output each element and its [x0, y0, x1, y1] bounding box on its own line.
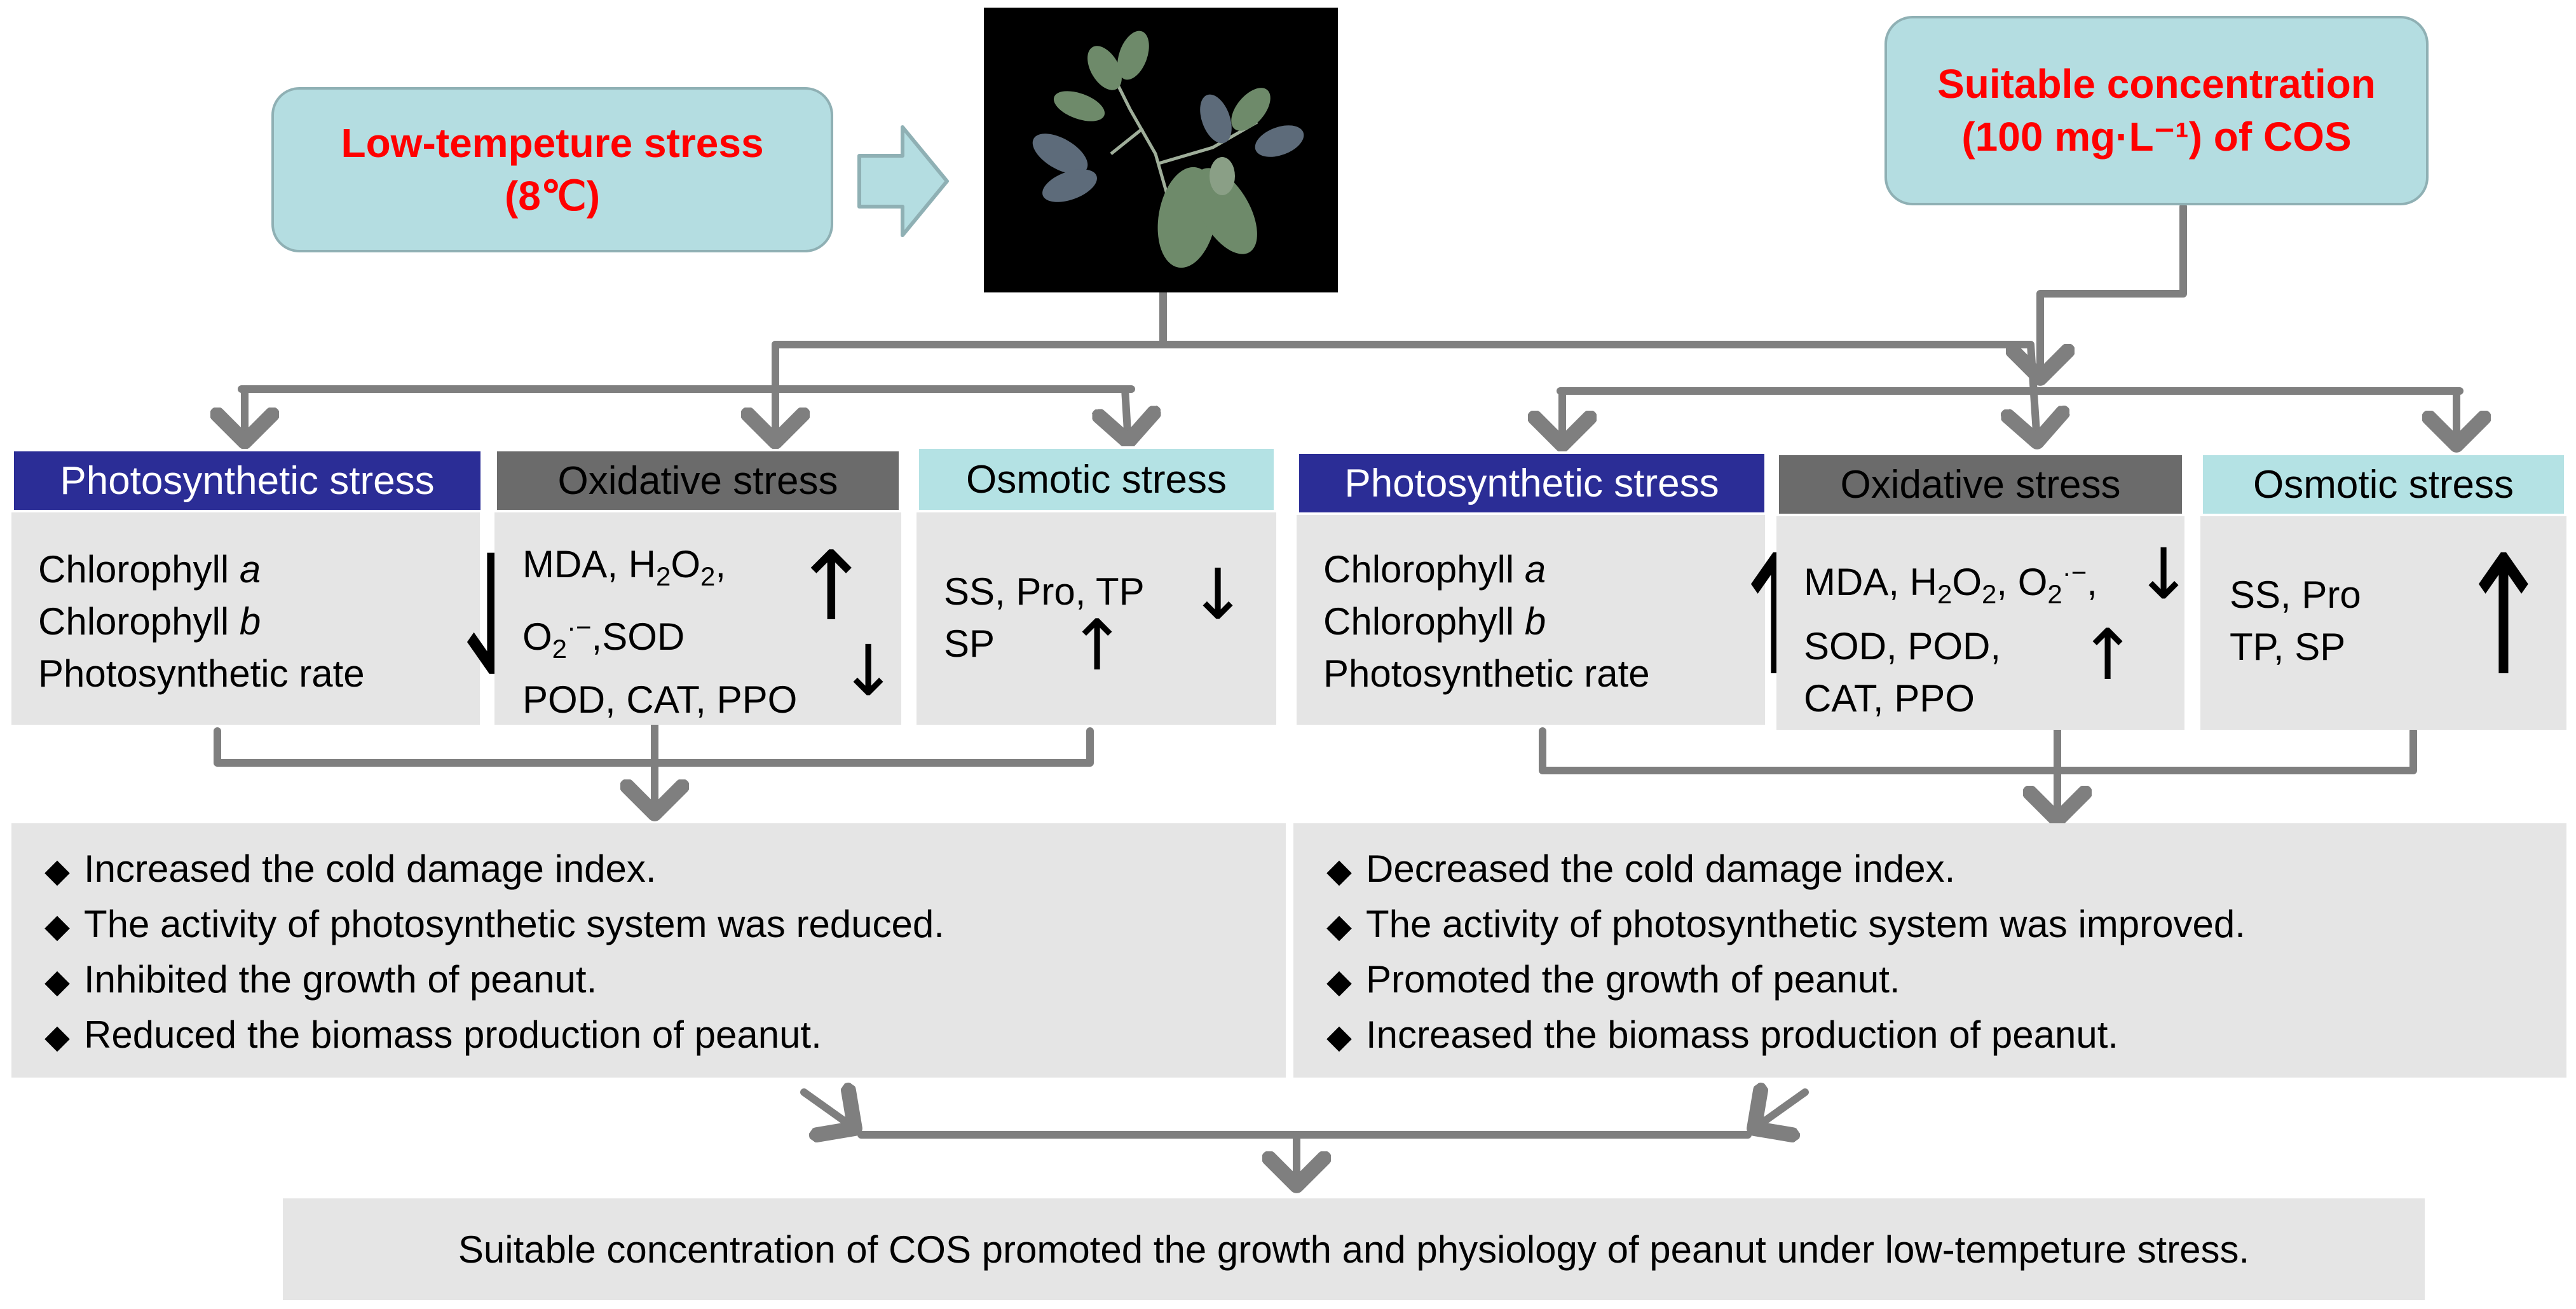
- right-oxidative-text: MDA, H2O2, O2·−, SOD, POD, CAT, PPO: [1804, 547, 2097, 725]
- left-oxidative-header: Oxidative stress: [494, 449, 901, 512]
- merge-right-arrow: [1754, 1092, 1809, 1128]
- right-oxidative-down-arrow: ↓: [2134, 533, 2193, 615]
- left-chl-a: Chlorophyll a: [38, 548, 261, 591]
- right-outcome-item: ◆Decreased the cold damage index.: [1326, 847, 1956, 890]
- left-photosynthetic-panel: [11, 512, 480, 725]
- left-osmotic-panel: [917, 512, 1276, 725]
- right-outcome-panel: ◆Decreased the cold damage index. ◆The a…: [1293, 823, 2566, 1078]
- right-osmotic-up-arrow: ↑: [2455, 521, 2552, 713]
- left-photosynthetic-header: Photosynthetic stress: [11, 449, 483, 512]
- left-ox-line3: POD, CAT, PPO: [522, 678, 798, 721]
- right-ox-line2: SOD, POD,: [1804, 625, 2001, 668]
- left-osmotic-down-arrow: ↓: [1189, 554, 1248, 635]
- right-photo-rate: Photosynthetic rate: [1323, 652, 1650, 695]
- left-outcome-item: ◆The activity of photosynthetic system w…: [44, 903, 944, 945]
- left-outcome-item: ◆Increased the cold damage index.: [44, 847, 657, 890]
- left-arrow-osmotic: [1125, 385, 1128, 442]
- block-arrow: [857, 125, 949, 237]
- right-chl-b: Chlorophyll b: [1323, 600, 1546, 643]
- low-temperature-title: Low-tempeture stress: [341, 120, 764, 166]
- left-oxidative-down-arrow: ↓: [839, 630, 898, 711]
- left-osmotic-text: SS, Pro, TP SP: [944, 566, 1145, 670]
- cos-concentration-box: Suitable concentration (100 mg·L⁻¹) of C…: [1884, 16, 2429, 205]
- left-chl-b: Chlorophyll b: [38, 600, 261, 643]
- left-outcome-panel: ◆Increased the cold damage index. ◆The a…: [11, 823, 1286, 1078]
- cos-down-line: [2040, 203, 2187, 378]
- right-os-line2: TP, SP: [2230, 626, 2346, 668]
- left-osmotic-up-arrow: ↑: [1068, 605, 1127, 686]
- low-temperature-stress-box: Low-tempeture stress (8℃): [271, 87, 833, 252]
- right-outcome-list: ◆Decreased the cold damage index. ◆The a…: [1326, 842, 2245, 1064]
- right-outcome-item: ◆Increased the biomass production of pea…: [1326, 1013, 2119, 1056]
- left-photo-rate: Photosynthetic rate: [38, 652, 365, 695]
- right-oxidative-up-arrow: ↑: [2078, 614, 2137, 696]
- right-ox-line1: MDA, H2O2, O2·−,: [1804, 558, 2097, 609]
- low-temperature-value: (8℃): [504, 173, 601, 219]
- left-outcome-item: ◆Reduced the biomass production of peanu…: [44, 1013, 822, 1056]
- right-os-line1: SS, Pro: [2230, 573, 2361, 616]
- right-outcome-item: ◆Promoted the growth of peanut.: [1326, 958, 1900, 1001]
- right-photosynthetic-text: Chlorophyll a Chlorophyll b Photosynthet…: [1323, 544, 1650, 700]
- right-lower-bracket: [1539, 727, 2417, 774]
- left-os-line2: SP: [944, 622, 995, 665]
- left-oxidative-panel: [494, 512, 901, 725]
- left-oxidative-text: MDA, H2O2, O2·−,SOD POD, CAT, PPO: [522, 539, 797, 725]
- right-chl-a: Chlorophyll a: [1323, 548, 1546, 591]
- peanut-plant-photo: [984, 8, 1338, 292]
- left-ox-line1: MDA, H2O2,: [522, 543, 726, 591]
- left-outcome-item: ◆Inhibited the growth of peanut.: [44, 958, 597, 1001]
- left-ox-line2: O2·−,SOD: [522, 612, 685, 664]
- left-outcome-list: ◆Increased the cold damage index. ◆The a…: [44, 842, 944, 1064]
- merge-left-arrow: [800, 1092, 855, 1128]
- left-oxidative-up-arrow: ↑: [791, 531, 871, 642]
- right-outcome-item: ◆The activity of photosynthetic system w…: [1326, 903, 2245, 945]
- right-photosynthetic-panel: [1297, 512, 1765, 725]
- cos-value: (100 mg·L⁻¹) of COS: [1961, 114, 2352, 160]
- right-photosynthetic-header: Photosynthetic stress: [1297, 451, 1767, 515]
- left-osmotic-header: Osmotic stress: [917, 446, 1276, 512]
- conclusion-box: Suitable concentration of COS promoted t…: [283, 1198, 2425, 1300]
- peanut-plant-icon: [1032, 31, 1304, 268]
- right-ox-line3: CAT, PPO: [1804, 677, 1975, 720]
- left-photosynthetic-text: Chlorophyll a Chlorophyll b Photosynthet…: [38, 544, 365, 700]
- right-oxidative-panel: [1776, 514, 2184, 730]
- right-osmotic-header: Osmotic stress: [2200, 453, 2566, 516]
- left-os-line1: SS, Pro, TP: [944, 570, 1145, 613]
- right-osmotic-panel: [2200, 514, 2566, 730]
- right-oxidative-header: Oxidative stress: [1776, 453, 2184, 516]
- cos-title: Suitable concentration: [1937, 60, 2376, 107]
- right-osmotic-text: SS, Pro TP, SP: [2230, 569, 2361, 673]
